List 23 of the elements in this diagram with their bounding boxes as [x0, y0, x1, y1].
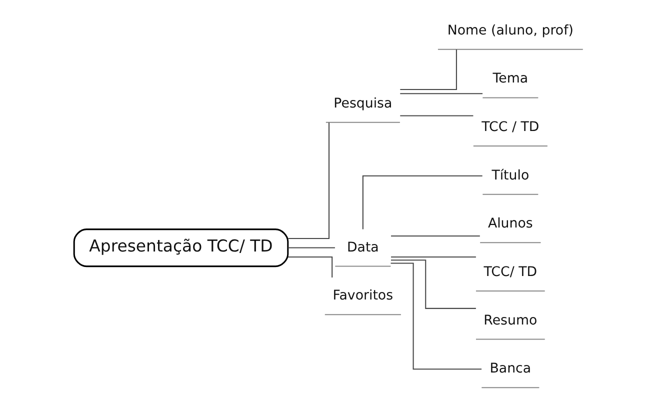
- node-text: Favoritos: [332, 288, 393, 304]
- connector: [400, 93, 482, 94]
- connector: [288, 247, 334, 248]
- connector: [288, 122, 330, 240]
- node-box: Apresentação TCC/ TD: [72, 228, 288, 268]
- node-text: Alunos: [487, 216, 532, 232]
- node-text: Título: [491, 168, 529, 184]
- node-text: TCC/ TD: [483, 264, 537, 280]
- node-text: Nome (aluno, prof): [446, 23, 573, 38]
- connector: [390, 260, 476, 309]
- connector: [400, 115, 473, 116]
- connector: [390, 235, 480, 236]
- node-text: Data: [346, 240, 378, 256]
- connector: [288, 256, 332, 278]
- connector: [390, 256, 476, 258]
- connector: [390, 262, 482, 370]
- node-text: TCC / TD: [481, 120, 539, 136]
- connector: [362, 175, 482, 230]
- node-text: Resumo: [483, 313, 537, 328]
- node-text: Tema: [492, 72, 528, 87]
- node-text: Pesquisa: [333, 96, 392, 112]
- connector: [400, 49, 456, 90]
- node-text: Banca: [489, 362, 531, 377]
